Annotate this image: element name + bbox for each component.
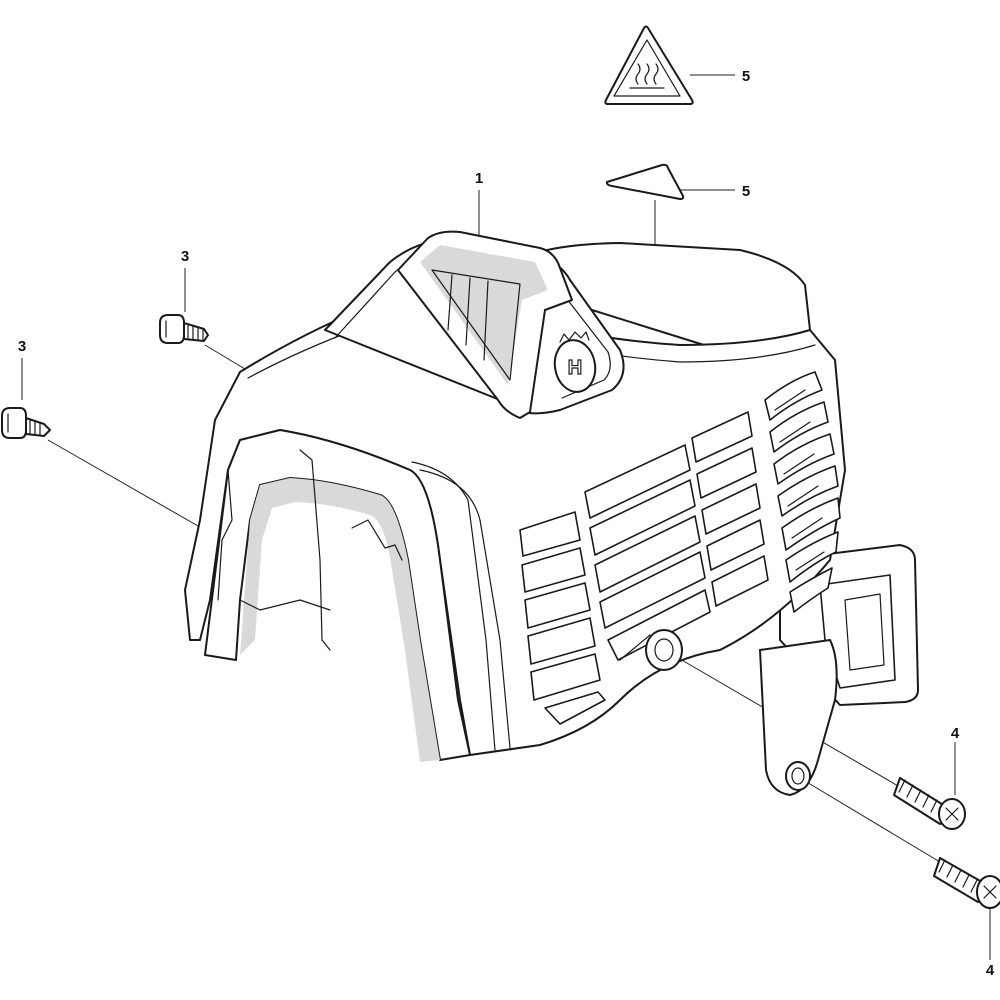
callout-3-upper: 3 (181, 248, 189, 265)
callout-3-left: 3 (18, 338, 26, 355)
logo-letter: H (568, 357, 582, 379)
husqvarna-logo-icon: H (553, 331, 597, 393)
callout-4-lower: 4 (986, 962, 995, 979)
cylinder-cover: H (184, 230, 919, 796)
screw-icon (1, 407, 51, 439)
cooling-grille (519, 371, 841, 725)
direction-arrow-decal (605, 163, 685, 200)
leader-lines (21, 74, 991, 960)
callout-5-warning: 5 (742, 68, 750, 85)
hot-surface-warning-icon (604, 25, 694, 105)
callout-1: 1 (475, 170, 483, 187)
leader-line-3-upper-screw (204, 344, 251, 373)
screw-icon (893, 777, 966, 830)
leader-line-4-lower-screw (799, 777, 941, 863)
screw-icon (933, 857, 1000, 909)
callout-4-upper: 4 (951, 725, 960, 742)
leader-line-3-left-screw (47, 439, 206, 531)
callout-5-arrow: 5 (742, 183, 750, 200)
screw-icon (159, 314, 209, 344)
